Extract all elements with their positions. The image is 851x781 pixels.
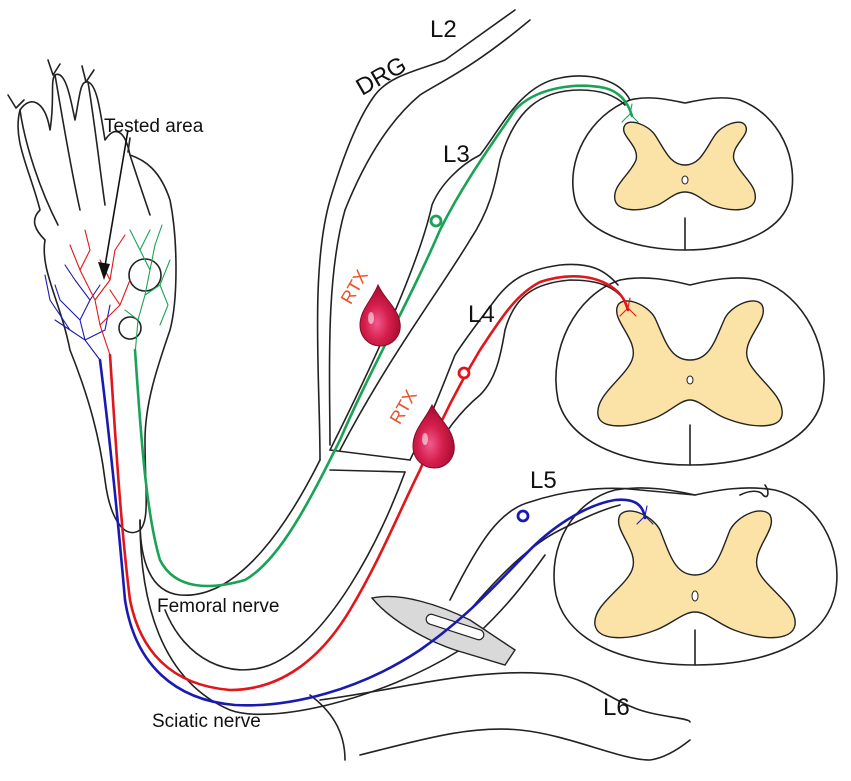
l6-root-upper <box>319 671 691 723</box>
l4-label: L4 <box>468 301 495 328</box>
femoral-nerve-outer <box>139 459 321 596</box>
l3-green-fiber <box>133 84 634 588</box>
l2-root-inner <box>328 19 531 446</box>
l3-drg-soma-icon <box>429 214 443 228</box>
toe-3 <box>87 81 106 206</box>
rtx-drop-icon-l3 <box>359 283 401 347</box>
toe-2 <box>54 74 81 211</box>
l4-root-left <box>409 263 619 461</box>
paw-pad-2 <box>118 316 142 340</box>
drg-label: DRG <box>352 51 412 101</box>
l5-root-lower <box>469 504 621 611</box>
tested-area-arrow <box>103 129 129 273</box>
l6-label: L6 <box>603 694 630 721</box>
femoral-nerve-label: Femoral nerve <box>157 596 280 617</box>
sciatic-bottom-branch <box>309 694 346 761</box>
rtx-label-l3: RTX <box>337 266 372 307</box>
l3-root-right <box>339 89 626 451</box>
central-canal-l3 <box>681 175 689 185</box>
l4-drg-soma-icon <box>457 366 471 380</box>
gray-matter-l4 <box>597 300 783 427</box>
l5-root-upper <box>449 487 696 601</box>
l5-label: L5 <box>530 467 557 494</box>
tested-area-label: Tested area <box>104 116 204 137</box>
l3-green-terminal <box>621 103 639 123</box>
l3-label: L3 <box>443 141 470 168</box>
femoral-branch-upper <box>329 449 411 461</box>
l4-red-terminal <box>619 297 637 317</box>
l4-root-right <box>429 279 621 461</box>
l5-blue-fiber <box>98 358 647 707</box>
central-canal-l4 <box>686 375 694 385</box>
claw-2 <box>47 59 61 76</box>
l5-blue-terminal <box>636 505 654 525</box>
gray-matter-l5 <box>594 510 796 639</box>
l2-root-outer <box>316 9 516 461</box>
scalpel-blade <box>370 595 516 666</box>
spinal-cord-section-l3 <box>572 97 794 251</box>
toe-4 <box>129 154 151 216</box>
claw-3 <box>81 65 95 83</box>
l2-label: L2 <box>430 16 457 43</box>
l6-root-lower <box>359 728 691 761</box>
scalpel-icon <box>370 595 516 666</box>
l5-drg-soma-icon <box>516 509 530 523</box>
rtx-label-l4: RTX <box>386 386 421 427</box>
l5-dorsal-root-hook <box>739 484 769 498</box>
hind-paw <box>7 59 177 534</box>
tested-area-arrowhead <box>98 262 110 280</box>
blue-nerve-endings <box>44 264 111 361</box>
nerve-trunks <box>139 9 696 761</box>
rtx-drop-icon-l4 <box>412 403 455 469</box>
l4-red-fiber <box>108 275 630 692</box>
sciatic-nerve-label: Sciatic nerve <box>152 711 261 732</box>
femoral-branch-lower <box>329 469 406 473</box>
claw-1 <box>7 94 25 109</box>
paw-outline <box>17 73 177 534</box>
sciatic-nerve-inner <box>164 471 406 671</box>
spinal-cord-section-l5 <box>553 484 838 666</box>
central-canal-l5 <box>691 590 699 602</box>
green-nerve-endings <box>124 224 171 356</box>
toe-1 <box>19 109 59 226</box>
claw-4 <box>127 137 131 153</box>
spinal-cord-section-l4 <box>555 277 825 466</box>
sciatic-nerve-outer <box>139 519 546 716</box>
gray-matter-l3 <box>614 121 756 211</box>
